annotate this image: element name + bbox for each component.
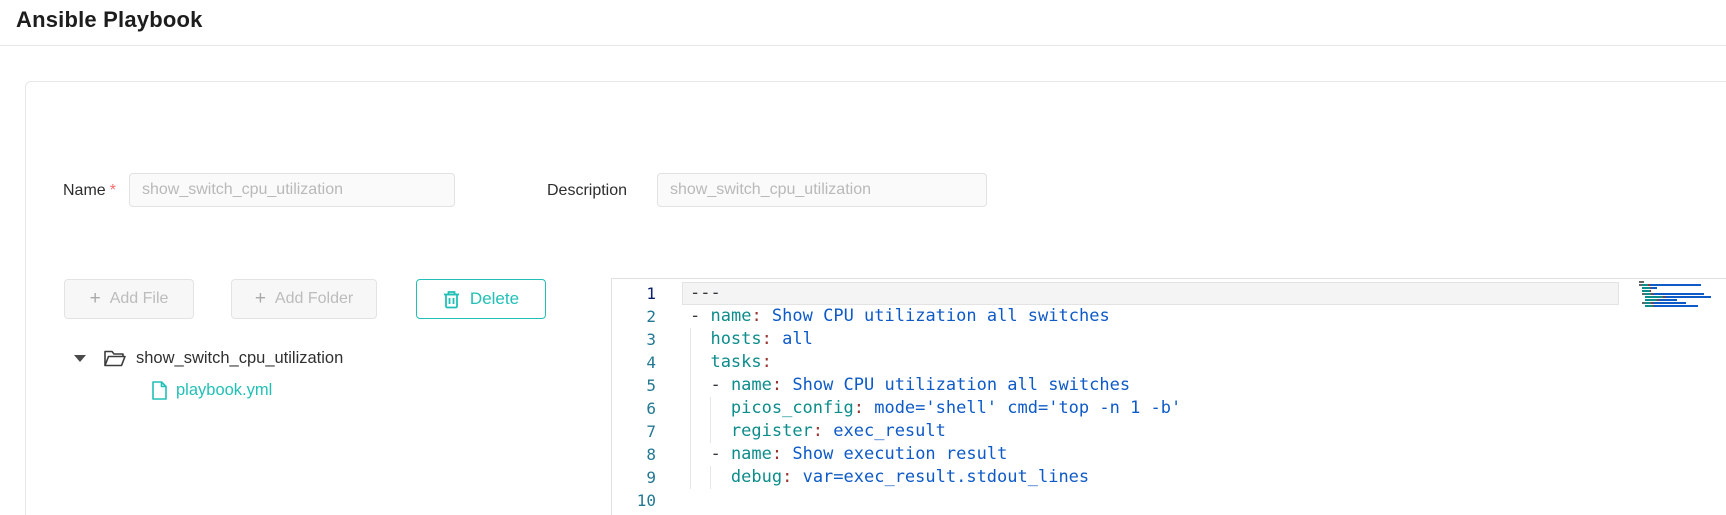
line-number: 5 — [646, 376, 656, 395]
line-number: 2 — [646, 307, 656, 326]
add-file-button[interactable]: + Add File — [64, 279, 194, 319]
current-line-highlight — [682, 282, 1619, 305]
code-line-content: - name: Show CPU utilization all switche… — [710, 375, 1131, 395]
code-line-content: tasks: — [710, 352, 772, 372]
code-editor[interactable]: 1 --- 2 - name: Show CPU utilization all sw… — [611, 278, 1726, 515]
add-folder-label: Add Folder — [274, 290, 354, 307]
code-line[interactable]: 5 - name: Show CPU utilization all switch… — [612, 374, 1726, 397]
code-line-content: register: exec_result — [730, 421, 946, 441]
code-line[interactable]: 2 - name: Show CPU utilization all switch… — [612, 305, 1726, 328]
trash-icon — [443, 290, 459, 308]
code-line-content: hosts: all — [710, 329, 813, 349]
plus-icon: + — [254, 288, 266, 309]
line-number: 9 — [646, 468, 656, 487]
indent-guide — [690, 466, 691, 489]
indent-guide — [710, 397, 712, 420]
code-line-content: --- — [690, 283, 721, 303]
page-title: Ansible Playbook — [16, 7, 203, 32]
line-number: 6 — [646, 399, 656, 418]
tree-folder-row[interactable]: show_switch_cpu_utilization — [74, 344, 343, 372]
add-file-label: Add File — [109, 290, 169, 307]
code-line-content: - name: Show CPU utilization all switche… — [690, 306, 1110, 326]
code-line-content: debug: var=exec_result.stdout_lines — [730, 467, 1090, 487]
code-line[interactable]: 10 — [612, 489, 1726, 512]
code-line[interactable]: 4 tasks: — [612, 351, 1726, 374]
code-line[interactable]: 3 hosts: all — [612, 328, 1726, 351]
indent-guide — [690, 351, 691, 374]
line-number: 3 — [646, 330, 656, 349]
description-input[interactable] — [657, 173, 987, 207]
tree-file-row[interactable]: playbook.yml — [152, 376, 343, 404]
line-number: 7 — [646, 422, 656, 441]
playbook-panel: Name* Description + Add File + Add Folde… — [25, 81, 1726, 515]
open-folder-icon — [104, 350, 126, 366]
header-divider — [0, 45, 1726, 46]
code-line[interactable]: 1 --- — [612, 282, 1726, 305]
plus-icon: + — [89, 288, 101, 309]
tree-folder-label: show_switch_cpu_utilization — [136, 348, 344, 367]
indent-guide — [690, 328, 691, 351]
indent-guide — [690, 420, 691, 443]
line-number: 4 — [646, 353, 656, 372]
name-label: Name* — [63, 182, 116, 200]
add-folder-button[interactable]: + Add Folder — [231, 279, 377, 319]
indent-guide — [690, 443, 691, 466]
line-number: 1 — [646, 284, 656, 303]
caret-down-icon[interactable] — [74, 354, 86, 362]
code-line[interactable]: 6 picos_config: mode='shell' cmd='top -n … — [612, 397, 1726, 420]
indent-guide — [690, 374, 691, 397]
editor-minimap[interactable] — [1639, 281, 1713, 311]
delete-label: Delete — [469, 289, 520, 308]
code-line-content: - name: Show execution result — [710, 444, 1008, 464]
required-asterisk: * — [109, 182, 116, 199]
line-number: 10 — [636, 491, 656, 510]
delete-button[interactable]: Delete — [416, 279, 546, 319]
code-line[interactable]: 7 register: exec_result — [612, 420, 1726, 443]
code-line[interactable]: 8 - name: Show execution result — [612, 443, 1726, 466]
name-input[interactable] — [129, 173, 455, 207]
name-label-text: Name — [63, 182, 106, 199]
code-line-content: picos_config: mode='shell' cmd='top -n 1… — [730, 398, 1182, 418]
description-label: Description — [547, 182, 628, 199]
indent-guide — [710, 420, 712, 443]
code-line[interactable]: 9 debug: var=exec_result.stdout_lines — [612, 466, 1726, 489]
indent-guide — [710, 466, 712, 489]
tree-file-label: playbook.yml — [176, 380, 273, 399]
indent-guide — [690, 397, 691, 420]
file-icon — [152, 380, 167, 400]
line-number: 8 — [646, 445, 656, 464]
file-tree: show_switch_cpu_utilization playbook.yml — [64, 344, 343, 404]
